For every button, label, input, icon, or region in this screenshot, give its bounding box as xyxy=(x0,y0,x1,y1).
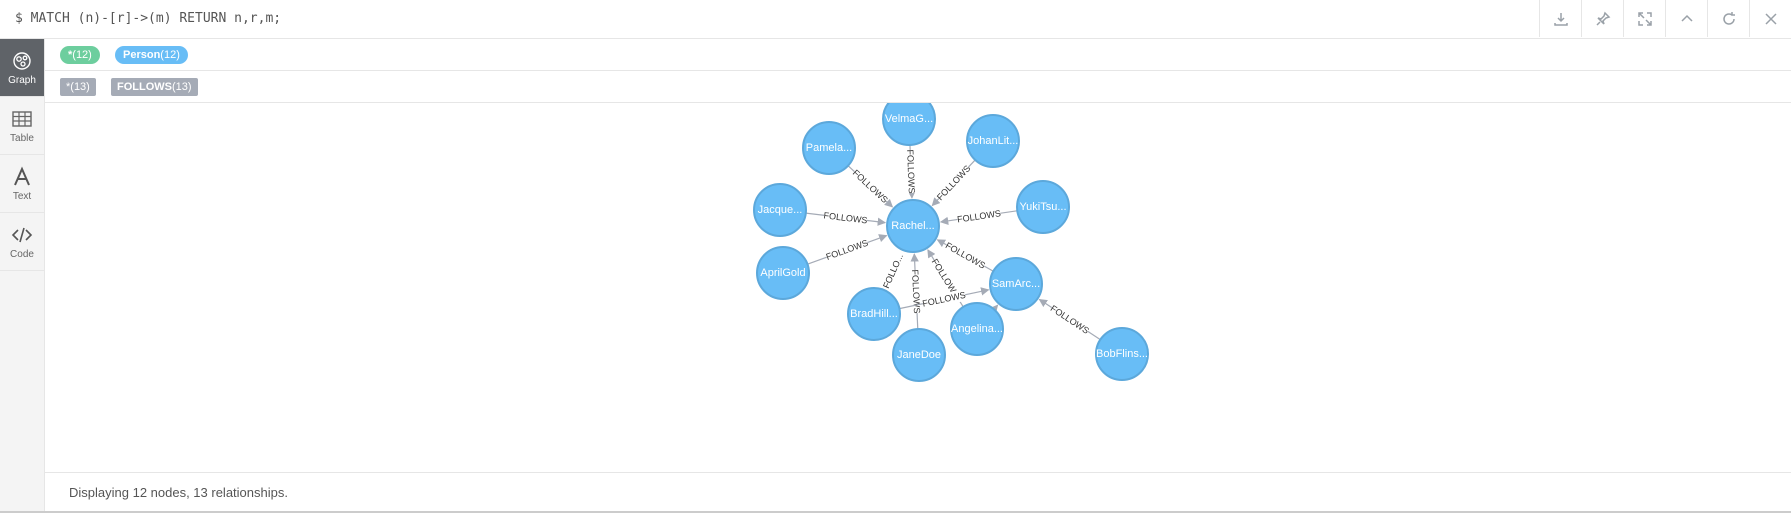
relationship-label: FOLLOWS xyxy=(905,149,917,193)
frame-footer: Displaying 12 nodes, 13 relationships. xyxy=(45,472,1791,512)
frame-divider xyxy=(0,511,1791,513)
relationship-label-bg xyxy=(904,149,918,194)
label-count: (12) xyxy=(72,49,92,61)
label-count: (12) xyxy=(160,49,180,61)
text-icon xyxy=(14,166,30,185)
relationship-label-bg xyxy=(823,209,868,227)
node-circle[interactable] xyxy=(753,183,807,237)
label-pill-person[interactable]: Person(12) xyxy=(115,46,188,64)
relationship-label-bg xyxy=(943,239,988,272)
view-tab-text[interactable]: Text xyxy=(0,155,44,213)
rel-tag-follows[interactable]: FOLLOWS(13) xyxy=(111,78,198,96)
node-circle[interactable] xyxy=(1016,180,1070,234)
relationship-legend: *(13) FOLLOWS(13) xyxy=(45,71,1791,103)
relationship-label-bg xyxy=(929,256,963,300)
relationship-label-bg xyxy=(934,162,973,203)
relationship-label: FOLLOWS xyxy=(935,163,972,202)
download-icon xyxy=(1553,12,1568,26)
graph-node[interactable]: Pamela... xyxy=(802,121,856,175)
node-circle[interactable] xyxy=(989,257,1043,311)
graph-node[interactable]: Jacque... xyxy=(753,183,807,237)
view-tab-graph[interactable]: Graph xyxy=(0,39,44,97)
relationship-label-bg xyxy=(956,207,1002,226)
view-sidebar: Graph Table Text Code xyxy=(0,39,45,513)
view-tab-label: Text xyxy=(12,190,32,202)
graph-icon xyxy=(13,51,31,70)
graph-node[interactable]: VelmaG... xyxy=(882,103,936,146)
node-circle[interactable] xyxy=(892,328,946,382)
graph-node[interactable]: SamArc... xyxy=(989,257,1043,311)
view-tab-label: Table xyxy=(10,132,34,144)
relationship-label: FOLLOWS xyxy=(921,290,966,309)
rel-tag-all[interactable]: *(13) xyxy=(60,78,96,96)
rel-count: (13) xyxy=(70,81,90,93)
graph-node[interactable]: JaneDoe xyxy=(892,328,946,382)
frame-toolbar xyxy=(1539,0,1791,37)
relationship-label: FOLLOWS xyxy=(1049,303,1091,336)
pin-icon xyxy=(1595,11,1610,26)
rerun-icon xyxy=(1722,11,1735,25)
rel-count: (13) xyxy=(172,81,192,93)
label-name: * xyxy=(68,49,73,61)
relationship-label-bg xyxy=(909,269,924,314)
rel-name: FOLLOWS xyxy=(117,81,172,93)
graph-node[interactable]: YukiTsu... xyxy=(1016,180,1070,234)
view-tab-code[interactable]: Code xyxy=(0,213,44,271)
node-circle[interactable] xyxy=(882,103,936,146)
relationship-label-bg xyxy=(850,167,891,206)
relationship-label-bg xyxy=(824,236,870,263)
node-circle[interactable] xyxy=(802,121,856,175)
table-icon xyxy=(12,110,32,127)
graph-node[interactable]: Rachel... xyxy=(886,199,940,253)
relationship-label-bg xyxy=(1048,302,1092,337)
download-button[interactable] xyxy=(1539,0,1581,37)
label-pill-all[interactable]: *(12) xyxy=(60,46,100,64)
status-text: Displaying 12 nodes, 13 relationships. xyxy=(69,485,288,500)
query-editor[interactable]: $ MATCH (n)-[r]->(m) RETURN n,r,m; xyxy=(15,11,282,26)
relationship-label: FOLLOWS xyxy=(944,240,987,270)
relationship-label-bg xyxy=(877,246,909,296)
view-tab-label: Code xyxy=(10,248,34,260)
label-name: Person xyxy=(123,49,161,61)
node-circle[interactable] xyxy=(950,302,1004,356)
graph-node[interactable]: AprilGold xyxy=(756,246,810,300)
rerun-button[interactable] xyxy=(1707,0,1749,37)
graph-node[interactable]: BobFlins... xyxy=(1095,327,1149,381)
frame-header: $ MATCH (n)-[r]->(m) RETURN n,r,m; xyxy=(0,0,1791,39)
fullscreen-button[interactable] xyxy=(1623,0,1665,37)
view-tab-label: Graph xyxy=(8,74,36,86)
relationship-label: FOLLOWS xyxy=(910,269,922,313)
relationship-label: FOLLOWS xyxy=(851,168,890,205)
collapse-button[interactable] xyxy=(1665,0,1707,37)
node-circle[interactable] xyxy=(847,287,901,341)
view-tab-table[interactable]: Table xyxy=(0,97,44,155)
node-circle[interactable] xyxy=(756,246,810,300)
node-label-legend: *(12) Person(12) xyxy=(45,39,1791,71)
relationship-label-bg xyxy=(921,288,967,310)
collapse-icon xyxy=(1680,14,1693,22)
close-icon xyxy=(1764,12,1777,25)
fullscreen-icon xyxy=(1637,11,1652,26)
graph-node[interactable]: Angelina... xyxy=(950,302,1004,356)
code-icon xyxy=(11,227,33,242)
graph-node[interactable]: BradHill... xyxy=(847,287,901,341)
rel-name: * xyxy=(66,81,71,93)
pin-button[interactable] xyxy=(1581,0,1623,37)
close-button[interactable] xyxy=(1749,0,1791,37)
node-circle[interactable] xyxy=(966,114,1020,168)
node-circle[interactable] xyxy=(886,199,940,253)
node-circle[interactable] xyxy=(1095,327,1149,381)
graph-node[interactable]: JohanLit... xyxy=(966,114,1020,168)
